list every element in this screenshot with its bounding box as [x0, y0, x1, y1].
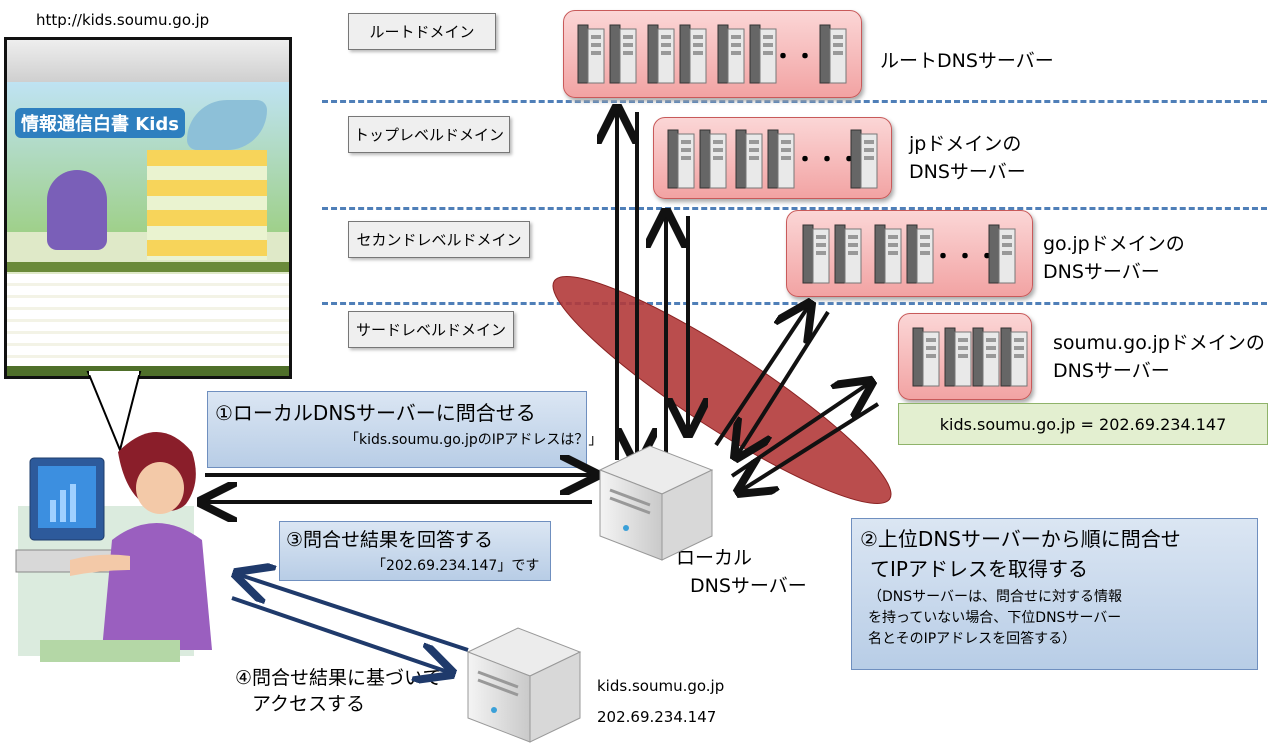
- arrow-access-out: [231, 596, 448, 672]
- jp-server-label-2: DNSサーバー: [909, 161, 1026, 183]
- arrow-from-soumu: [742, 402, 880, 490]
- server-tower-icon: [943, 326, 973, 388]
- server-tower-icon: [734, 128, 764, 190]
- step1-sub: 「kids.soumu.go.jpのIPアドレスは？」: [345, 432, 603, 448]
- server-tower-icon: [873, 223, 903, 285]
- step4-line2: アクセスする: [252, 693, 366, 715]
- step4-line1: ④問合せ結果に基づいて: [235, 667, 442, 689]
- server-tower-icon: [999, 326, 1029, 388]
- separator-2: [322, 207, 1267, 210]
- domain-root: ルートドメイン: [348, 13, 496, 50]
- step3-sub: 「202.69.234.147」です: [372, 558, 540, 574]
- server-tower-icon: [766, 128, 796, 190]
- separator-3: [322, 302, 1267, 305]
- web-server-ip: 202.69.234.147: [597, 708, 717, 726]
- server-tower-icon: [608, 23, 638, 85]
- server-tower-icon: [801, 223, 831, 285]
- server-tower-icon: [971, 326, 1001, 388]
- server-tower-icon: [818, 23, 848, 85]
- server-tower-icon: [666, 128, 696, 190]
- server-tower-icon: [698, 128, 728, 190]
- server-tower-icon: [833, 223, 863, 285]
- server-tower-icon: [748, 23, 778, 85]
- gojp-server-label-1: go.jpドメインの: [1043, 233, 1185, 255]
- step2-note-1: （DNSサーバーは、問合せに対する情報: [868, 589, 1122, 605]
- server-tower-icon: [576, 23, 606, 85]
- step1-title: ①ローカルDNSサーバーに問合せる: [215, 401, 536, 425]
- step1-callout: [207, 391, 587, 468]
- domain-top: トップレベルドメイン: [348, 116, 510, 153]
- web-server-host: kids.soumu.go.jp: [597, 677, 725, 695]
- step2-title-2: てIPアドレスを取得する: [870, 557, 1088, 581]
- server-tower-icon: [716, 23, 746, 85]
- separator-1: [322, 100, 1267, 103]
- soumu-server-label-1: soumu.go.jpドメインの: [1053, 332, 1265, 354]
- server-tower-icon: [905, 223, 935, 285]
- domain-second: セカンドレベルドメイン: [348, 221, 530, 258]
- browser-screenshot: 情報通信白書 Kids: [4, 37, 292, 379]
- resolved-address: kids.soumu.go.jp = 202.69.234.147: [898, 403, 1268, 445]
- speech-tail: [86, 371, 142, 454]
- step2-callout: [851, 518, 1258, 670]
- gojp-server-group: ・・・: [786, 210, 1033, 297]
- arrow-from-gojp: [738, 310, 830, 454]
- arrow-to-soumu: [730, 384, 868, 478]
- step3-title: ③問合せ結果を回答する: [286, 529, 494, 551]
- browser-url-label: http://kids.soumu.go.jp: [36, 11, 210, 29]
- server-tower-icon: [646, 23, 676, 85]
- server-tower-icon: [849, 128, 879, 190]
- domain-third: サードレベルドメイン: [348, 311, 514, 348]
- soumu-server-group: [898, 313, 1032, 400]
- jp-server-label-1: jpドメインの: [909, 133, 1022, 155]
- gojp-server-label-2: DNSサーバー: [1043, 261, 1160, 283]
- server-tower-icon: [987, 223, 1017, 285]
- web-server-icon: [466, 627, 582, 743]
- arrow-to-gojp: [714, 307, 808, 447]
- jp-server-group: ・・・: [653, 117, 892, 199]
- site-logo: 情報通信白書 Kids: [15, 108, 185, 138]
- soumu-server-label-2: DNSサーバー: [1053, 360, 1170, 382]
- jp-ellipsis: ・・・: [794, 148, 861, 173]
- server-tower-icon: [911, 326, 941, 388]
- gojp-ellipsis: ・・・: [932, 245, 999, 270]
- local-server-label-1: ローカル: [676, 547, 753, 569]
- local-server-label-2: DNSサーバー: [690, 575, 807, 597]
- user-icon: [15, 432, 212, 662]
- arrow-access-back: [240, 575, 469, 652]
- server-tower-icon: [678, 23, 708, 85]
- step2-title-1: ②上位DNSサーバーから順に問合せ: [860, 527, 1181, 551]
- root-server-label: ルートDNSサーバー: [880, 50, 1054, 72]
- step2-note-2: を持っていない場合、下位DNSサーバー: [868, 610, 1122, 626]
- root-server-group: ・・・: [563, 10, 862, 98]
- step2-note-3: 名とそのIPアドレスを回答する）: [868, 631, 1077, 647]
